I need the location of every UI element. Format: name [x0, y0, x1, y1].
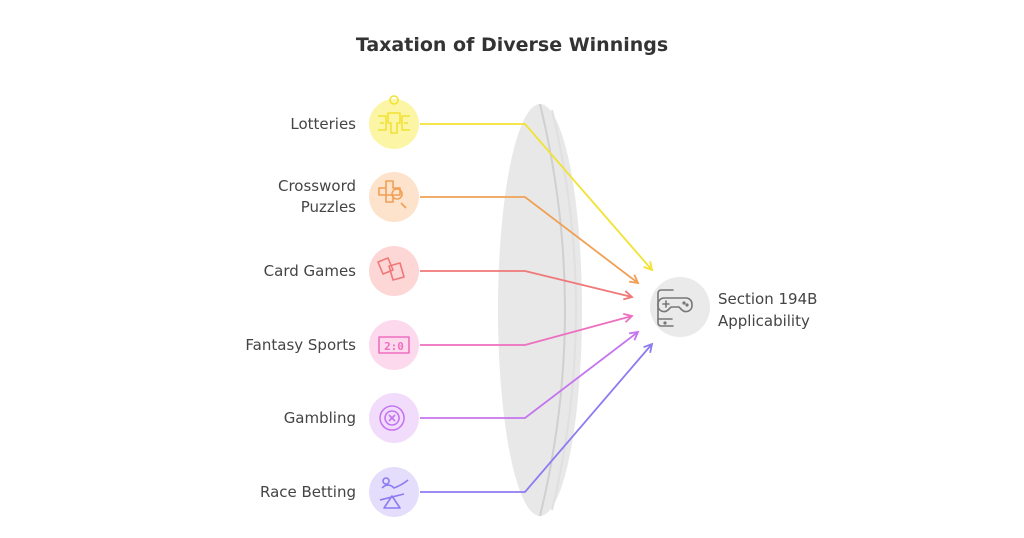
connector-card-games [420, 270, 634, 301]
connector-fantasy-sports [420, 313, 634, 346]
lottery-person-icon [378, 95, 410, 134]
source-label: Crossword Puzzles [278, 177, 356, 216]
roulette-chip-icon [379, 405, 405, 431]
arrowhead [628, 330, 640, 341]
source-label: Gambling [283, 408, 356, 427]
source-node [369, 95, 419, 149]
arrowhead [623, 313, 634, 323]
arrowhead [643, 342, 654, 353]
diagram-title: Taxation of Diverse Winnings [355, 34, 669, 56]
source-node [369, 467, 419, 517]
arrowhead [623, 290, 634, 301]
crossword-magnifier-icon [378, 180, 407, 209]
target-label: Section 194B Applicability [718, 288, 817, 332]
connector-crossword-puzzles [420, 196, 640, 285]
source-label: Lotteries [290, 114, 356, 133]
target-node [650, 277, 710, 337]
arrowhead [643, 261, 654, 272]
connector-gambling [420, 330, 640, 419]
source-node [369, 172, 419, 222]
mobile-gamepad-icon [657, 289, 693, 327]
source-label: Card Games [263, 261, 356, 280]
scoreboard-text: 2:0 [384, 340, 404, 353]
connector-lotteries [420, 123, 654, 272]
source-node: 2:0 [369, 320, 419, 370]
playing-cards-icon [377, 257, 405, 281]
source-node [369, 246, 419, 296]
connector-race-betting [420, 342, 654, 493]
arrowhead [628, 274, 640, 285]
dog-race-icon [379, 477, 409, 509]
lens-shape [498, 103, 582, 517]
target-label-line2: Applicability [718, 312, 810, 330]
target-label-line1: Section 194B [718, 290, 818, 308]
source-node [369, 393, 419, 443]
scoreboard-icon [378, 336, 410, 354]
source-label: Fantasy Sports [245, 335, 356, 354]
source-label: Race Betting [259, 482, 356, 501]
